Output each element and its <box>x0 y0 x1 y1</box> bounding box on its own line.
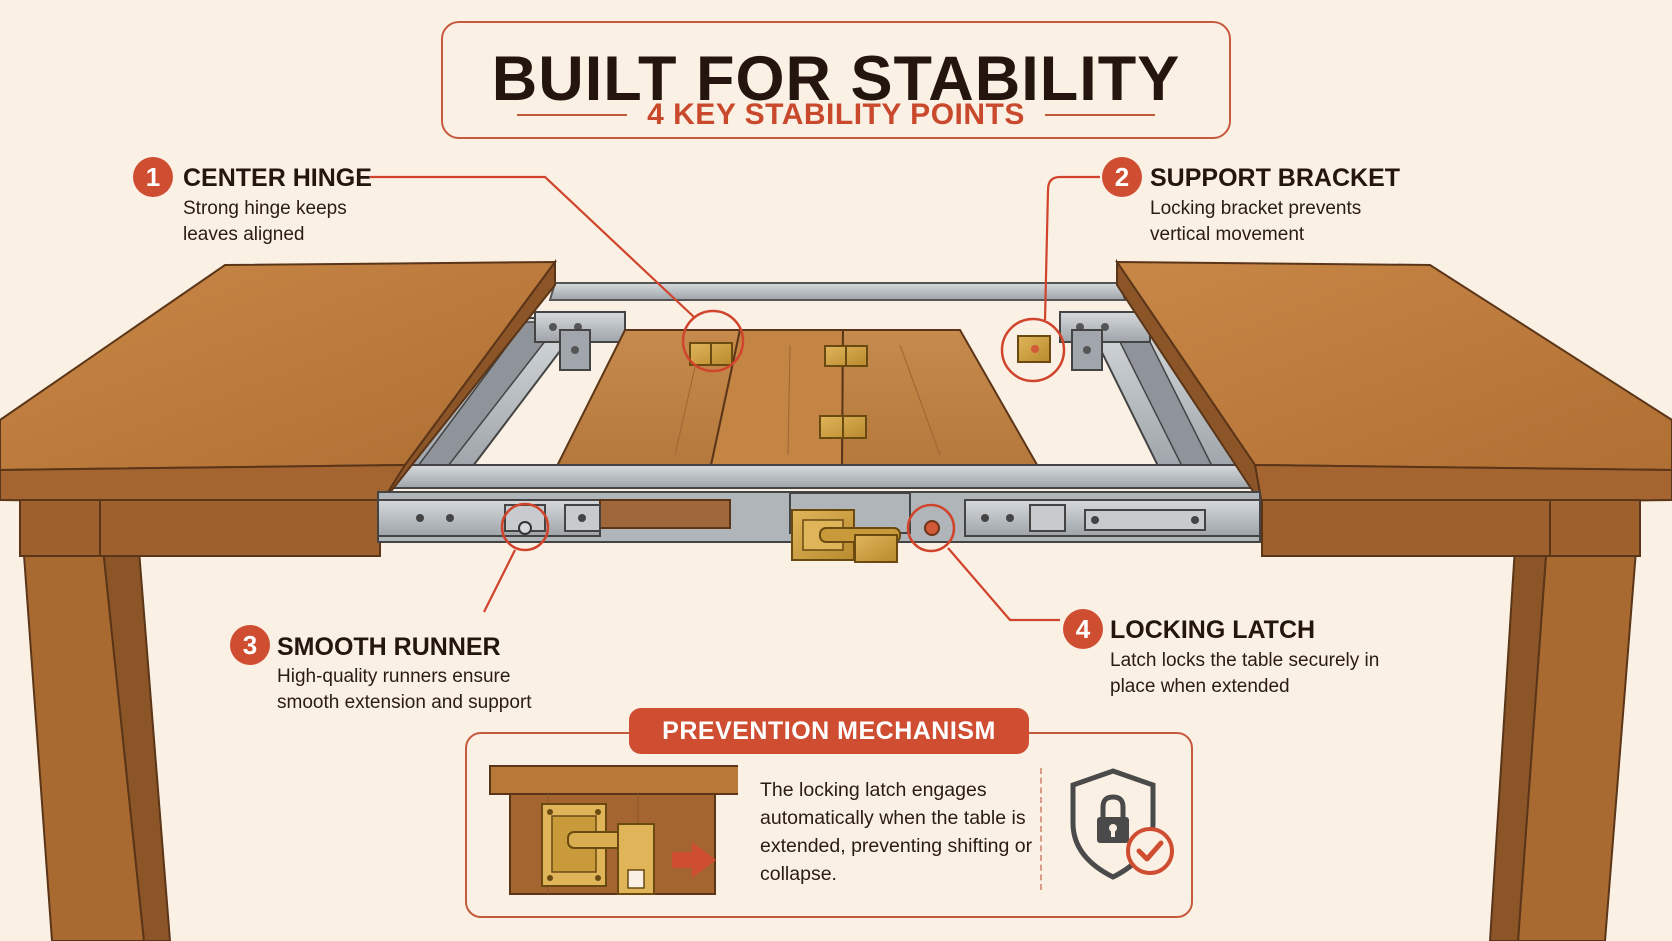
leader-lines <box>370 175 1100 622</box>
callout-number-badge: 3 <box>230 625 270 665</box>
left-table-top <box>0 258 557 557</box>
support-bracket-highlight <box>1000 317 1066 383</box>
callout-description: High-quality runners ensure smooth exten… <box>277 666 532 713</box>
highlight-circles <box>500 309 1066 553</box>
page-title: BUILT FOR STABILITY <box>491 44 1181 114</box>
right-runners <box>1059 311 1242 471</box>
callout-title: CENTER HINGE <box>183 164 372 192</box>
subtitle-rule-right <box>1044 114 1155 116</box>
callout-title: LOCKING LATCH <box>1110 616 1316 644</box>
table-legs <box>18 499 1642 941</box>
callout-title: SUPPORT BRACKET <box>1150 164 1401 192</box>
latch-closeup-illustration <box>489 765 738 895</box>
callout-description: Strong hinge keeps leaves aligned <box>183 198 347 245</box>
callout-number-badge: 2 <box>1102 157 1142 197</box>
prevention-mechanism-title: PREVENTION MECHANISM <box>629 708 1029 754</box>
front-runners <box>377 491 1261 543</box>
callout-description: Locking bracket prevents vertical moveme… <box>1150 198 1362 245</box>
subtitle-rule-left <box>517 114 628 116</box>
support-bracket-part <box>1017 335 1051 363</box>
subtitle-row: 4 KEY STABILITY POINTS <box>443 95 1229 135</box>
title-box: BUILT FOR STABILITY 4 KEY STABILITY POIN… <box>441 21 1231 139</box>
back-frame-rail <box>548 282 1127 301</box>
center-leaves <box>553 329 1042 471</box>
right-table-top <box>1115 258 1672 557</box>
callout-description: Latch locks the table securely in place … <box>1110 650 1380 697</box>
prevention-mechanism-text: The locking latch engages automatically … <box>760 779 1033 885</box>
smooth-runner-highlight <box>500 502 550 552</box>
shield-lock-check-icon <box>1070 768 1174 880</box>
callout-number-badge: 4 <box>1063 609 1103 649</box>
callout-title: SMOOTH RUNNER <box>277 633 501 661</box>
panel-divider <box>1040 768 1042 890</box>
front-cross-rail <box>383 464 1260 489</box>
page-subtitle: 4 KEY STABILITY POINTS <box>647 98 1025 131</box>
locking-latch-highlight <box>906 503 956 553</box>
callout-number-badge: 1 <box>133 157 173 197</box>
center-hinge-highlight <box>681 309 745 373</box>
leaf-hinges <box>689 342 868 439</box>
latch-assembly <box>789 492 940 563</box>
